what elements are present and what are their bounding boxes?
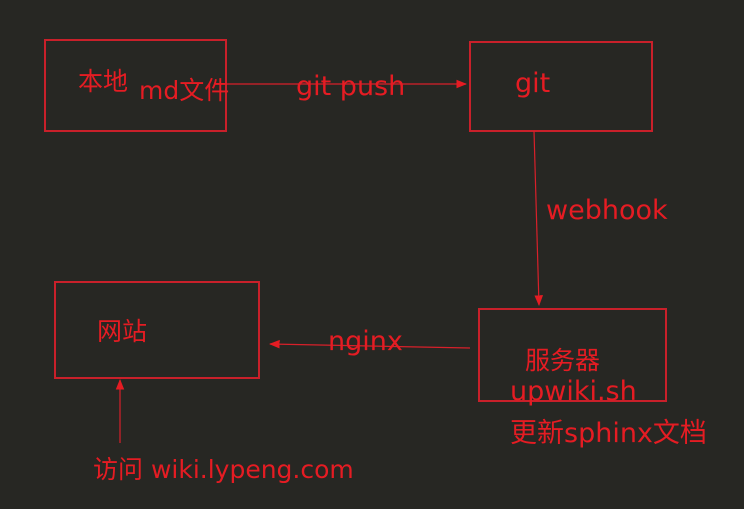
nginx-label: nginx xyxy=(328,326,403,357)
nginx-arrow xyxy=(268,339,471,349)
update-sphinx-label: 更新sphinx文档 xyxy=(510,418,707,449)
local-files-box xyxy=(44,39,227,132)
git-push-label: git push xyxy=(296,71,405,102)
git-label: git xyxy=(515,68,550,99)
local-label: 本地 xyxy=(78,67,128,96)
visit-label: 访问 wiki.lypeng.com xyxy=(93,455,354,484)
md-files-label: md文件 xyxy=(139,76,229,105)
server-box xyxy=(478,308,667,402)
server-label: 服务器 xyxy=(525,346,600,375)
webhook-arrow xyxy=(533,130,544,307)
website-label: 网站 xyxy=(97,317,147,346)
git-box xyxy=(469,41,653,132)
webhook-label: webhook xyxy=(546,195,668,226)
website-box xyxy=(54,281,260,379)
script-label: upwiki.sh xyxy=(510,376,637,407)
